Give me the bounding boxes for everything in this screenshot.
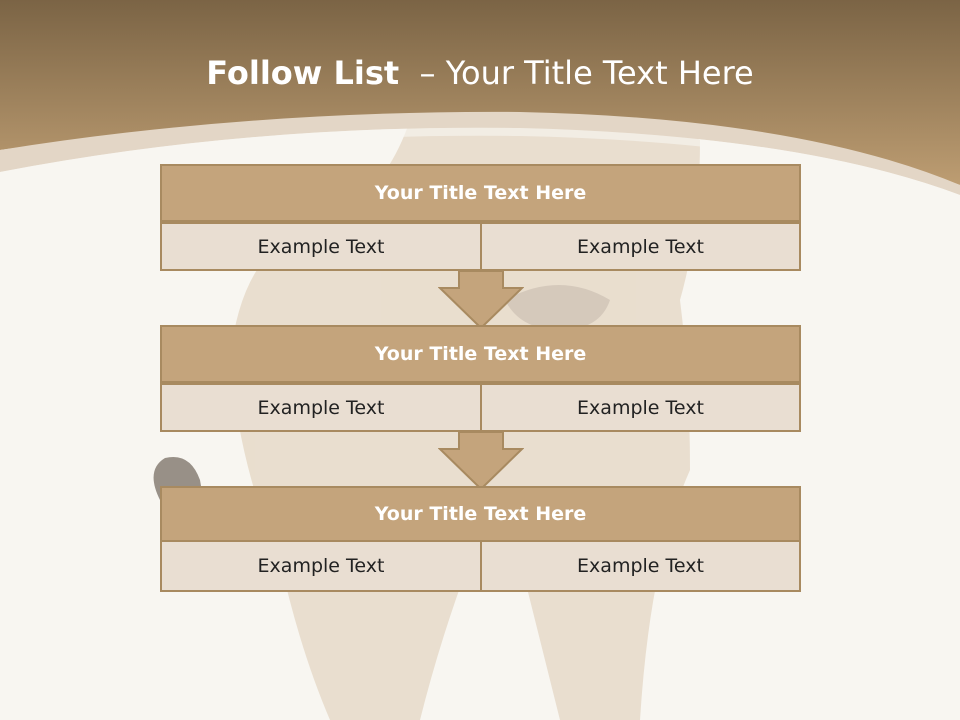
- slide-title: Follow List – Your Title Text Here: [0, 54, 960, 92]
- slide-title-rest: – Your Title Text Here: [419, 54, 754, 92]
- row-right-cell: Example Text: [480, 540, 801, 592]
- header-banner: [0, 0, 960, 185]
- row-left-cell: Example Text: [160, 222, 482, 271]
- header-swoosh: [0, 111, 960, 195]
- down-arrow-icon: [438, 270, 524, 330]
- row-title: Your Title Text Here: [160, 164, 801, 222]
- row-title: Your Title Text Here: [160, 486, 801, 542]
- row-right-cell: Example Text: [480, 383, 801, 432]
- row-title: Your Title Text Here: [160, 325, 801, 383]
- down-arrow-icon: [438, 431, 524, 491]
- row-right-cell: Example Text: [480, 222, 801, 271]
- row-left-cell: Example Text: [160, 540, 482, 592]
- row-left-cell: Example Text: [160, 383, 482, 432]
- slide-title-bold: Follow List: [206, 54, 400, 92]
